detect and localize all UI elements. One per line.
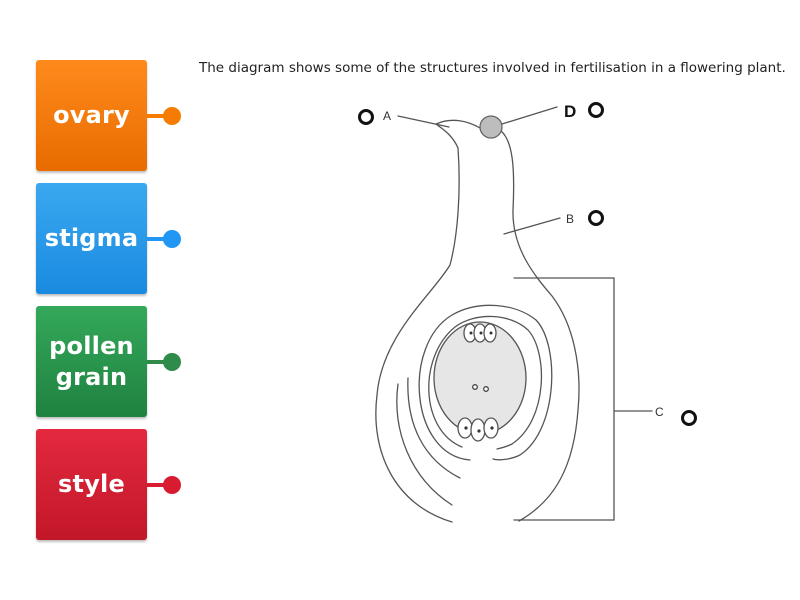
diagram-label-b: B [566, 212, 574, 226]
drop-target-c[interactable] [681, 410, 697, 426]
leader-line-b [504, 218, 560, 234]
carpel-outline-right [500, 130, 579, 521]
nucleus [477, 429, 480, 432]
pollen-grain-shape [480, 116, 502, 138]
nucleus [490, 426, 493, 429]
leader-line-d [502, 107, 557, 124]
nucleus [470, 332, 473, 335]
nucleus [464, 426, 467, 429]
nucleus [480, 332, 483, 335]
bracket-c [514, 278, 614, 520]
diagram-label-d: D [564, 102, 576, 122]
polar-nucleus [484, 387, 489, 392]
diagram-label-a: A [383, 109, 391, 123]
diagram-label-c: C [655, 405, 664, 419]
drop-target-d[interactable] [588, 102, 604, 118]
nucleus [490, 332, 493, 335]
drop-target-a[interactable] [358, 109, 374, 125]
polar-nucleus [473, 385, 478, 390]
drop-target-b[interactable] [588, 210, 604, 226]
